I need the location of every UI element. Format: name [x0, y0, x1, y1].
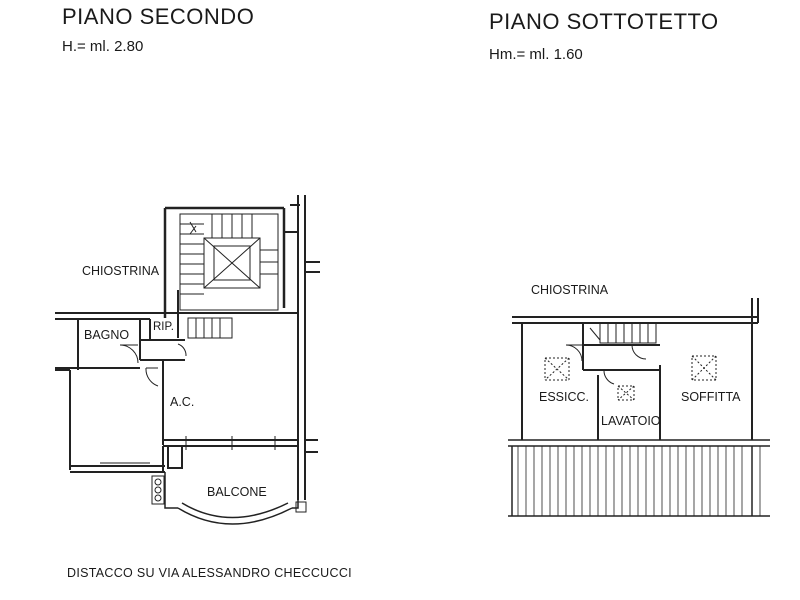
balcony-outline — [164, 472, 299, 525]
right-plan-title: PIANO SOTTOTETTO — [489, 9, 719, 34]
room-label-essicc: ESSICC. — [539, 390, 590, 404]
stair-steps-icon — [187, 317, 233, 339]
room-label-lavatoio: LAVATOIO — [601, 414, 661, 428]
roof-hatching — [517, 446, 761, 516]
door-swing-icon — [119, 343, 187, 387]
room-label-ac: A.C. — [170, 395, 195, 409]
right-plan-height-note: Hm.= ml. 1.60 — [489, 46, 583, 63]
left-floor-plan — [55, 195, 320, 525]
left-plan-title: PIANO SECONDO — [62, 4, 255, 29]
staircase-icon — [179, 213, 279, 311]
room-label-balcone: BALCONE — [207, 485, 267, 499]
room-label-chiostrina-left: CHIOSTRINA — [82, 264, 160, 278]
street-side-note: DISTACCO SU VIA ALESSANDRO CHECCUCCI — [67, 566, 352, 580]
attic-door-swing-icon — [565, 344, 647, 385]
room-label-soffitta: SOFFITTA — [681, 390, 741, 404]
room-label-rip: RIP. — [153, 321, 174, 333]
room-label-bagno: BAGNO — [84, 328, 130, 342]
right-floor-plan — [508, 298, 770, 517]
room-label-chiostrina-right: CHIOSTRINA — [531, 283, 609, 297]
attic-stair-steps-icon — [589, 322, 657, 344]
planter-icon — [151, 475, 165, 505]
left-plan-height-note: H.= ml. 2.80 — [62, 38, 144, 55]
skylight-icon — [544, 355, 717, 401]
